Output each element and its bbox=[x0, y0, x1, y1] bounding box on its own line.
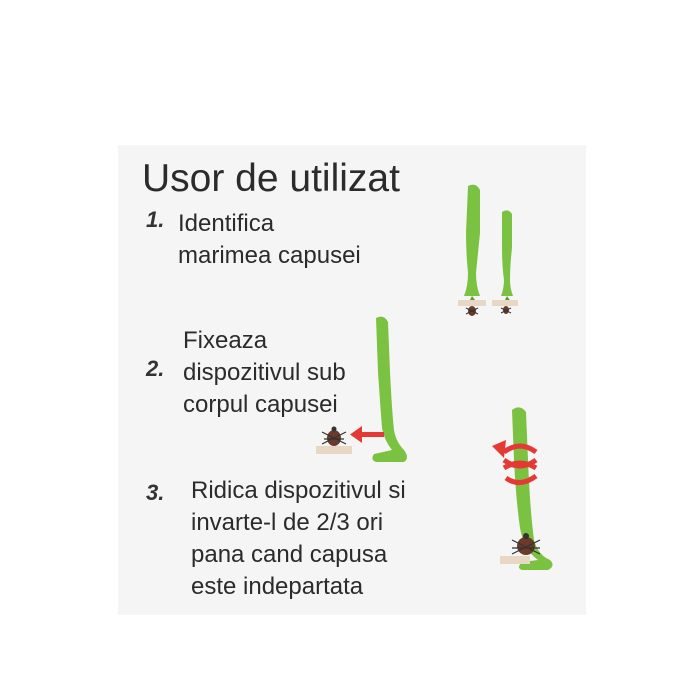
step-3-line-4: este indepartata bbox=[191, 573, 364, 600]
tick-tool-large-icon bbox=[464, 184, 480, 304]
tick-icon bbox=[500, 306, 512, 314]
step-2-number: 2. bbox=[146, 356, 165, 381]
step-3-number: 3. bbox=[146, 480, 165, 505]
tick-icon bbox=[465, 306, 479, 316]
step-3-line-3: pana cand capusa bbox=[191, 541, 388, 568]
step-3-line-1: Ridica dispozitivul si bbox=[191, 477, 406, 504]
rotation-arrow-icon bbox=[492, 440, 538, 485]
step-3-line-2: invarte-l de 2/3 ori bbox=[191, 509, 384, 536]
step-1-line-2: marimea capusei bbox=[178, 242, 361, 269]
tick-icon bbox=[511, 533, 541, 555]
step-1-number: 1. bbox=[146, 207, 165, 232]
step-2-text: Fixeaza dispozitivul sub corpul capusei bbox=[183, 325, 346, 421]
page-title: Usor de utilizat bbox=[142, 157, 400, 200]
step-2-line-3: corpul capusei bbox=[183, 391, 338, 418]
slide-under-tick-illustration bbox=[316, 316, 407, 462]
step-3-text: Ridica dispozitivul si invarte-l de 2/3 … bbox=[191, 475, 406, 603]
step-2-line-1: Fixeaza bbox=[183, 327, 268, 354]
step-1-text: Identifica marimea capusei bbox=[178, 208, 361, 272]
step-2-line-2: dispozitivul sub bbox=[183, 359, 346, 386]
tick-tool-large-icon bbox=[372, 316, 407, 462]
rotate-tool-illustration bbox=[492, 407, 553, 570]
tick-icon bbox=[321, 426, 347, 446]
tick-tool-sizes-illustration bbox=[458, 184, 518, 316]
red-arrow-icon bbox=[350, 426, 384, 443]
tick-tool-small-icon bbox=[501, 210, 513, 302]
step-1-line-1: Identifica bbox=[178, 210, 275, 237]
